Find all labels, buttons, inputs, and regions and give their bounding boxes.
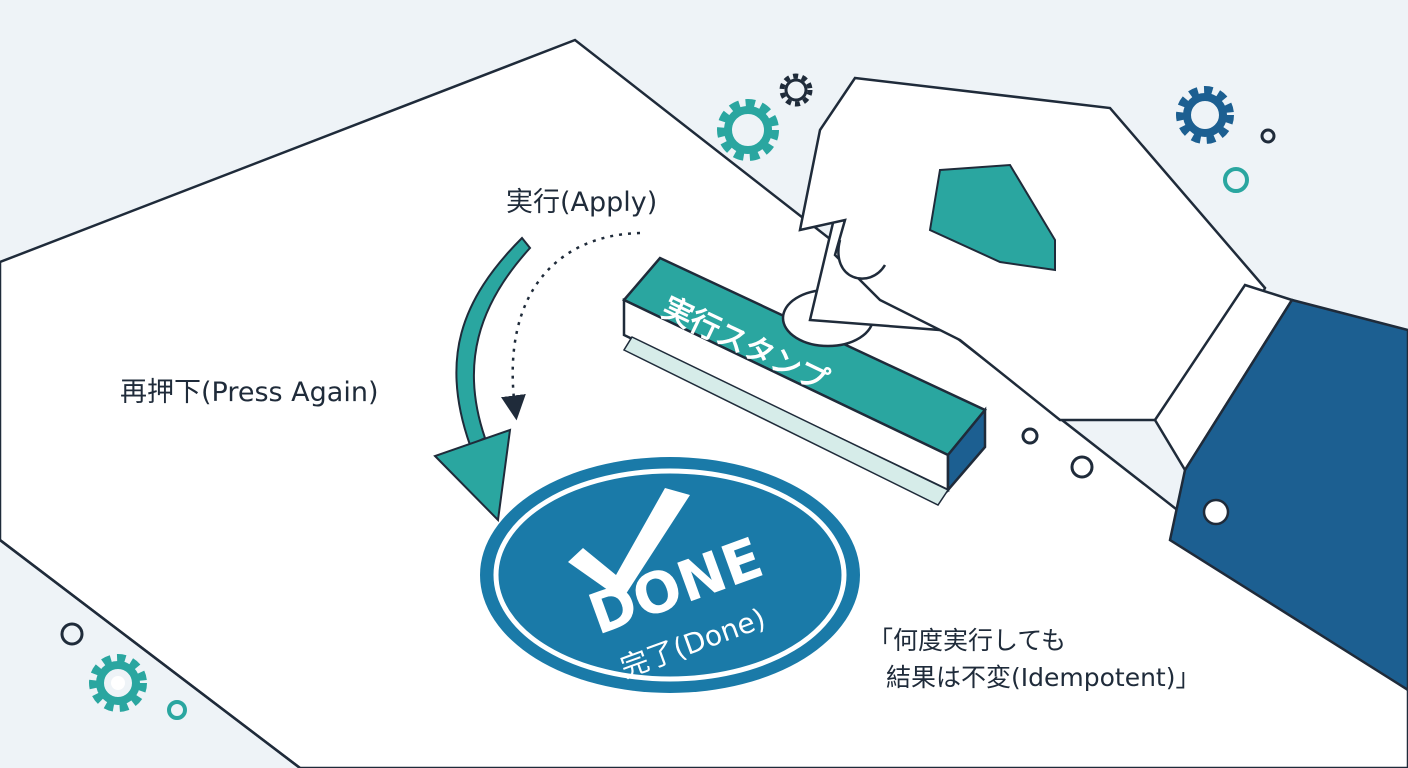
gear-icon xyxy=(1176,86,1234,144)
decorative-dots xyxy=(60,128,1276,720)
gear-icon xyxy=(89,654,147,712)
gear-icon xyxy=(717,99,779,161)
idempotent-note: 「何度実行しても 結果は不変(Idempotent)」 xyxy=(868,622,1200,696)
execution-stamp xyxy=(621,114,987,506)
apply-label: 実行(Apply) xyxy=(506,187,658,218)
paper-sheet-lower-edge xyxy=(0,539,301,768)
hand xyxy=(798,76,1267,422)
cufflink-button xyxy=(1202,498,1230,526)
dotted-arrow-icon xyxy=(501,231,641,421)
done-seal xyxy=(480,457,860,693)
paper-sheet xyxy=(0,38,1408,768)
curved-arrow-icon xyxy=(433,236,532,523)
sleeve xyxy=(1153,283,1408,692)
idempotent-note-line2: 結果は不変(Idempotent)」 xyxy=(886,663,1201,692)
idempotent-note-line1: 「何度実行しても xyxy=(868,626,1067,655)
gear-icon xyxy=(779,73,813,107)
press-again-label: 再押下(Press Again) xyxy=(120,377,379,408)
checkmark-icon xyxy=(568,488,690,600)
